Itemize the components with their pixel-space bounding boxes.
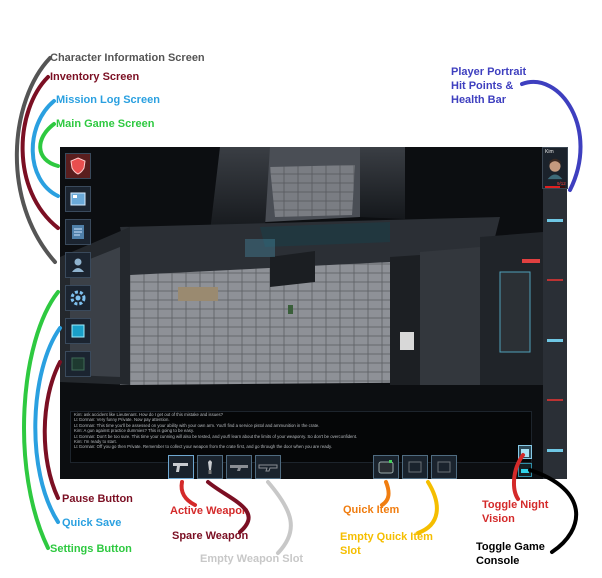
- callout-line-inventory: [20, 75, 60, 230]
- callout-pause: Pause Button: [62, 493, 133, 505]
- console-line: Lt Gorman: Don't be too sure. This time …: [74, 433, 358, 439]
- callout-console-2: Console: [476, 555, 520, 567]
- portrait-face-icon: [547, 158, 563, 180]
- main-game-screen: Kim: ask accident like Lieutenant. How d…: [60, 147, 543, 479]
- spare-weapon-slot[interactable]: [197, 455, 223, 479]
- main-game-button[interactable]: [65, 252, 91, 278]
- quick-item-slot[interactable]: [373, 455, 399, 479]
- panel-graphics: [543, 189, 567, 479]
- quick-item-icon: [378, 460, 394, 474]
- callout-line-night-vision: [512, 453, 525, 501]
- callout-quick-save: Quick Save: [62, 517, 122, 529]
- quick-save-icon: [71, 324, 85, 338]
- callout-empty-weapon: Empty Weapon Slot: [200, 553, 304, 565]
- inventory-button[interactable]: [65, 186, 91, 212]
- character-info-button[interactable]: [65, 153, 91, 179]
- callout-portrait-1: Player Portrait: [451, 66, 527, 78]
- callout-inventory: Inventory Screen: [50, 71, 140, 83]
- pistol-icon: [173, 463, 188, 472]
- console-line: Lt Gorman: This time you'll be assessed …: [74, 422, 320, 428]
- character-icon: [72, 258, 84, 272]
- knife-icon: [208, 460, 212, 474]
- callout-line-main-game: [38, 122, 60, 168]
- game-console: Kim: ask accident like Lieutenant. How d…: [70, 411, 532, 463]
- callout-settings: Settings Button: [50, 543, 132, 555]
- player-hit-points: 9/12: [557, 181, 566, 186]
- callout-character-info: Character Information Screen: [50, 52, 205, 64]
- active-weapon-slot[interactable]: [168, 455, 194, 479]
- console-line: Lt Gorman: Off you go then Private. Reme…: [74, 444, 333, 450]
- callout-line-quick-save: [33, 326, 62, 524]
- side-panel-decor: [543, 189, 567, 479]
- callout-console-1: Toggle Game: [476, 541, 545, 553]
- callout-line-active-weapon: [179, 480, 197, 507]
- empty-quick-item-slot[interactable]: [431, 455, 457, 479]
- callout-line-spare-weapon: [206, 480, 251, 534]
- night-vision-icon: [521, 449, 529, 457]
- shield-icon: [70, 157, 86, 175]
- pause-icon: [71, 357, 85, 371]
- quick-save-button[interactable]: [65, 318, 91, 344]
- callout-line-empty-quick: [416, 480, 439, 535]
- inventory-icon: [70, 192, 86, 206]
- console-line: Lt Gorman: Very funny Private. Now pay a…: [74, 417, 170, 423]
- callout-night-vision-2: Vision: [482, 513, 515, 525]
- callout-empty-quick-1: Empty Quick Item: [340, 531, 433, 543]
- callout-empty-quick-2: Slot: [340, 545, 361, 557]
- callout-line-portrait: [520, 80, 583, 192]
- console-line: Kim: I'm ready to start.: [74, 439, 117, 445]
- callout-portrait-3: Health Bar: [451, 94, 507, 106]
- settings-button[interactable]: [65, 285, 91, 311]
- callout-line-character-info: [14, 56, 57, 264]
- pause-button[interactable]: [65, 351, 91, 377]
- console-icon: [521, 469, 529, 473]
- callout-line-empty-weapon: [266, 480, 293, 555]
- empty-quick-item-slot[interactable]: [402, 455, 428, 479]
- callout-quick-item: Quick Item: [343, 504, 400, 516]
- callout-portrait-2: Hit Points &: [451, 80, 514, 92]
- mission-log-button[interactable]: [65, 219, 91, 245]
- empty-slot-icon: [437, 461, 451, 473]
- callout-line-pause: [42, 360, 62, 500]
- callout-line-quick-item: [380, 480, 391, 507]
- empty-weapon-slot[interactable]: [255, 455, 281, 479]
- console-line: Kim: A gun against practice dummies? Thi…: [74, 428, 194, 434]
- rifle-outline-icon: [258, 464, 278, 472]
- mission-log-icon: [72, 225, 84, 239]
- health-bar-fill: [545, 186, 560, 188]
- callout-mission-log: Mission Log Screen: [56, 94, 160, 106]
- player-portrait[interactable]: Kim 9/12: [542, 147, 568, 189]
- weapon-slot[interactable]: [226, 455, 252, 479]
- callout-spare-weapon: Spare Weapon: [172, 530, 249, 542]
- empty-slot-icon: [408, 461, 422, 473]
- rifle-icon: [230, 465, 248, 471]
- callout-active-weapon: Active Weapon: [170, 505, 249, 517]
- health-bar: [545, 186, 565, 188]
- gear-icon: [70, 290, 86, 306]
- callout-night-vision-1: Toggle Night: [482, 499, 549, 511]
- player-name: Kim: [545, 149, 554, 155]
- console-line: Kim: ask accident like Lieutenant. How d…: [74, 412, 224, 417]
- callout-line-console: [528, 468, 578, 554]
- callout-line-mission-log: [30, 99, 60, 198]
- callout-main-game: Main Game Screen: [56, 118, 155, 130]
- callout-line-settings: [22, 290, 60, 550]
